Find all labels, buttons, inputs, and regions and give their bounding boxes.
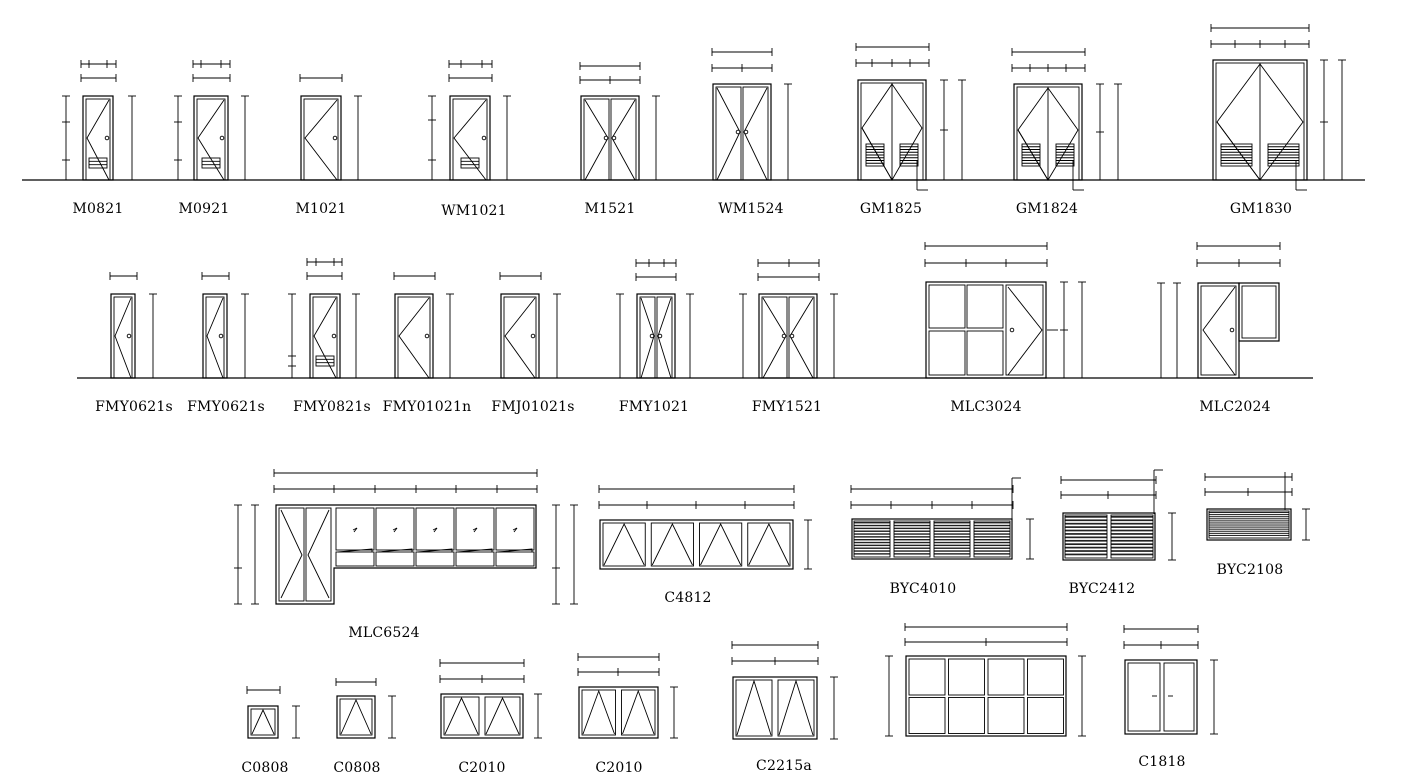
label-c2215a: C2215a [756,758,812,774]
door-c1818 [1123,625,1218,735]
label-c4812: C4812 [664,590,712,606]
label-m1021: M1021 [295,201,347,217]
label-c2010-2: C2010 [595,760,643,776]
door-gm1824 [1011,48,1122,191]
label-mlc6524: MLC6524 [348,625,420,641]
label-c1818: C1818 [1138,754,1186,770]
label-gm1824: GM1824 [1015,201,1079,217]
label-fmy01021n: FMY01021n [382,399,472,415]
door-mlc3024 [924,242,1086,379]
label-mlc3024: MLC3024 [950,399,1022,415]
label-c0808-1: C0808 [241,760,289,776]
label-c2010-1: C2010 [458,760,506,776]
window-c4812 [598,485,812,570]
window-byc2412 [1060,469,1176,561]
label-c0808-2: C0808 [333,760,381,776]
label-mlc2024: MLC2024 [1199,399,1271,415]
door-fmy01021n [393,272,454,379]
label-m0821: M0821 [72,201,124,217]
door-gm1830 [1210,24,1346,191]
label-gm1830: GM1830 [1229,201,1293,217]
window-byc4010 [850,477,1034,560]
label-byc2412: BYC2412 [1068,581,1136,597]
label-gm1825: GM1825 [859,201,923,217]
door-m1521 [579,62,660,181]
label-fmy1021: FMY1021 [618,399,690,415]
label-fmy0621s-2: FMY0621s [187,399,265,415]
door-fmj01021s [499,272,561,379]
label-fmj01021s: FMJ01021s [491,399,575,415]
door-m0821 [62,60,136,181]
door-fmy1521 [739,259,838,379]
label-byc4010: BYC4010 [889,581,957,597]
door-m0921 [174,60,249,181]
window-c2010-b [577,653,678,739]
window-grid [885,623,1086,737]
door-wm1524 [711,48,792,181]
window-c0808-1 [246,686,300,739]
door-m1021 [299,74,362,181]
label-fmy1521: FMY1521 [751,399,823,415]
door-fmy0621s-1 [109,272,157,379]
label-m1521: M1521 [584,201,636,217]
window-c0808-2 [335,678,396,739]
label-wm1524: WM1524 [718,201,784,217]
window-byc2108 [1204,472,1310,541]
window-c2010 [439,659,542,739]
door-wm1021 [428,60,511,181]
window-mlc6524 [234,469,578,605]
door-fmy1021 [616,259,694,379]
label-byc2108: BYC2108 [1216,562,1284,578]
door-mlc2024 [1157,242,1281,379]
label-fmy0621s-1: FMY0621s [95,399,173,415]
label-wm1021: WM1021 [441,203,507,219]
label-fmy0821s: FMY0821s [293,399,371,415]
door-gm1825 [855,43,966,191]
label-m0921: M0921 [178,201,230,217]
door-fmy0621s-2 [201,272,249,379]
window-c2215a [731,641,838,740]
door-fmy0821s [288,258,360,379]
